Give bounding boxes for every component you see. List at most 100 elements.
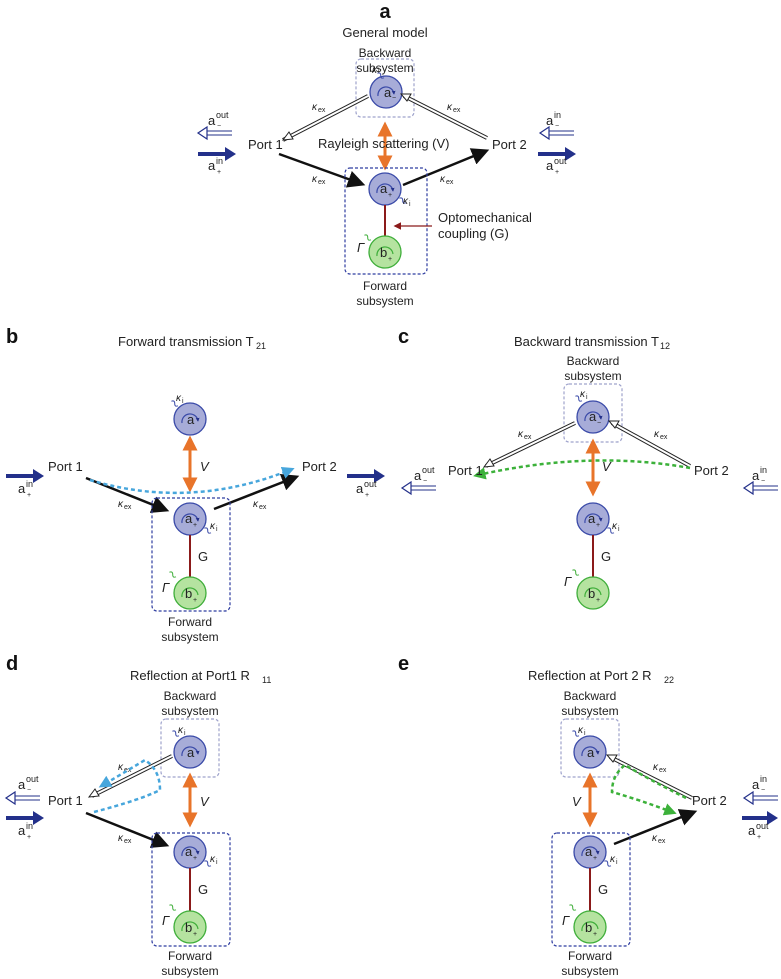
svg-text:κ: κ <box>403 196 409 207</box>
svg-text:b: b <box>185 586 192 601</box>
svg-text:12: 12 <box>660 341 670 351</box>
svg-text:ex: ex <box>124 767 132 774</box>
panel-b-v-label: V <box>200 459 210 474</box>
svg-text:κ: κ <box>654 429 660 440</box>
panel-c-hollow-arrow-to-port1 <box>482 421 576 468</box>
svg-text:+: + <box>193 931 197 938</box>
svg-text:a: a <box>187 745 195 760</box>
panel-e-mode-b-plus: b + <box>573 910 607 944</box>
svg-text:−: − <box>217 123 221 130</box>
svg-text:Γ: Γ <box>162 580 170 595</box>
panel-d: d Reflection at Port1 R 11 Backward subs… <box>4 653 271 978</box>
svg-text:subsystem: subsystem <box>161 964 218 978</box>
panel-e-arrow-port2-out <box>613 809 698 846</box>
svg-text:κ: κ <box>312 174 318 185</box>
svg-text:ex: ex <box>659 767 667 774</box>
panel-d-mode-a-minus: a <box>173 735 207 769</box>
svg-text:subsystem: subsystem <box>564 369 621 383</box>
svg-text:a: a <box>18 823 26 838</box>
panel-e-letter: e <box>398 653 409 675</box>
panel-b-forward-box <box>151 497 231 612</box>
svg-text:−: − <box>392 95 396 102</box>
panel-a-mode-a-plus: a + <box>368 172 402 206</box>
panel-a-hollow-arrow-from-port2 <box>399 93 488 140</box>
svg-text:in: in <box>554 110 561 120</box>
panel-a-io-port2: a in − a out + <box>538 110 576 176</box>
svg-text:a: a <box>587 745 595 760</box>
svg-text:ex: ex <box>658 838 666 845</box>
wavy-damping-icon: Γ <box>357 234 372 255</box>
panel-a-backward-box <box>355 58 415 118</box>
svg-text:κ: κ <box>210 854 216 865</box>
panel-d-mode-b-plus: b + <box>173 910 207 944</box>
svg-text:a: a <box>748 823 756 838</box>
panel-e-hollow-arrow-from-port2 <box>605 754 693 800</box>
svg-text:a: a <box>185 511 193 526</box>
svg-text:subsystem: subsystem <box>356 294 413 308</box>
svg-text:a: a <box>208 113 216 128</box>
svg-text:κ: κ <box>118 499 124 510</box>
svg-text:b: b <box>380 245 387 260</box>
panel-a-title: General model <box>342 25 427 40</box>
panel-a-port1: Port 1 <box>248 137 283 152</box>
svg-text:Γ: Γ <box>162 913 170 928</box>
panel-c-v-label: V <box>602 459 612 474</box>
panel-e-port2: Port 2 <box>692 793 727 808</box>
panel-a: a General model Backward subsystem a − κ… <box>196 1 576 308</box>
svg-text:−: − <box>423 478 427 485</box>
panel-d-flow-path <box>93 758 162 814</box>
panel-c: c Backward transmission T 12 Backward su… <box>398 326 778 610</box>
panel-b-port2: Port 2 <box>302 459 337 474</box>
svg-text:−: − <box>597 420 601 427</box>
svg-text:+: + <box>596 522 600 529</box>
svg-text:b: b <box>585 920 592 935</box>
panel-a-mode-b-plus: b + <box>368 235 402 269</box>
svg-text:ex: ex <box>124 838 132 845</box>
svg-text:−: − <box>761 787 765 794</box>
panel-e-title: Reflection at Port 2 R <box>528 668 652 683</box>
svg-text:κ: κ <box>118 762 124 773</box>
panel-a-forward-box <box>344 167 428 275</box>
svg-text:in: in <box>760 774 767 784</box>
svg-text:a: a <box>185 844 193 859</box>
panel-e-io-port2: a in − a out + <box>742 774 778 841</box>
wavy-damping-icon: Γ <box>162 904 177 928</box>
svg-text:+: + <box>193 522 197 529</box>
svg-text:in: in <box>26 821 33 831</box>
panel-d-title: Reflection at Port1 R <box>130 668 250 683</box>
svg-text:out: out <box>26 774 39 784</box>
svg-text:subsystem: subsystem <box>161 704 218 718</box>
svg-text:a: a <box>588 511 596 526</box>
svg-text:a: a <box>208 158 216 173</box>
svg-text:Γ: Γ <box>562 913 570 928</box>
svg-text:+: + <box>193 597 197 604</box>
svg-text:+: + <box>365 492 369 499</box>
panel-a-backward-label-1: Backward <box>359 46 412 60</box>
svg-text:−: − <box>761 478 765 485</box>
panel-c-hollow-arrow-from-port2 <box>607 420 691 468</box>
svg-text:−: − <box>27 787 31 794</box>
svg-text:out: out <box>554 156 567 166</box>
panel-a-letter: a <box>379 1 391 23</box>
svg-text:i: i <box>216 526 218 533</box>
panel-e-forward-box <box>551 832 631 947</box>
panel-d-mode-a-plus: a + <box>173 835 207 869</box>
svg-text:11: 11 <box>262 675 271 685</box>
panel-e-flow-path <box>610 763 687 816</box>
wavy-damping-icon: Γ <box>162 571 177 595</box>
svg-text:κ: κ <box>578 725 584 736</box>
panel-a-arrow-port1-to-a-plus <box>278 152 366 188</box>
svg-text:21: 21 <box>256 341 266 351</box>
svg-text:ex: ex <box>660 434 668 441</box>
svg-text:Backward: Backward <box>567 354 620 368</box>
svg-text:ex: ex <box>124 504 132 511</box>
panel-a-io-port1: a out − a in + <box>196 110 236 176</box>
panel-a-rayleigh-label: Rayleigh scattering (V) <box>318 136 450 151</box>
panel-a-optomech-label-2: coupling (G) <box>438 226 509 241</box>
